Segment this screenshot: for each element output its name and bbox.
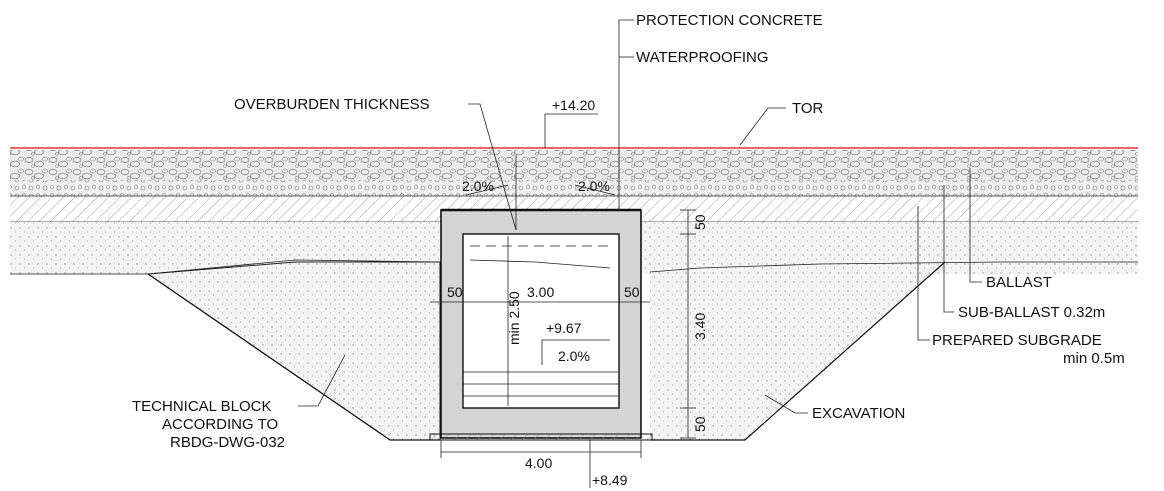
- level-foundation: +8.49: [592, 472, 628, 488]
- level-invert: +9.67: [546, 320, 582, 336]
- label-prepared-subgrade-min: min 0.5m: [1063, 350, 1125, 367]
- dim-inner-width: 3.00: [527, 284, 554, 300]
- dim-bottom-slab: 50: [692, 416, 708, 432]
- slope-top-left: 2.0%: [462, 178, 494, 194]
- dim-total-height: 3.40: [692, 313, 708, 340]
- label-protection-concrete: PROTECTION CONCRETE: [636, 12, 823, 29]
- box-culvert: [429, 208, 653, 441]
- foundation-slab: [429, 433, 653, 441]
- excavation-fill-right: [650, 262, 1138, 440]
- ballast-lower-band: [10, 180, 1138, 196]
- label-sub-ballast: SUB-BALLAST 0.32m: [958, 304, 1105, 321]
- label-overburden-thickness: OVERBURDEN THICKNESS: [234, 96, 430, 113]
- label-technical-block-2: ACCORDING TO: [162, 416, 278, 433]
- culvert-inner-opening: [462, 233, 620, 409]
- label-prepared-subgrade: PREPARED SUBGRADE: [932, 332, 1102, 349]
- annotations: PROTECTION CONCRETE WATERPROOFING OVERBU…: [132, 12, 1125, 488]
- ballast-layer: [10, 150, 1138, 182]
- dim-inner-height: min 2.50: [506, 291, 522, 345]
- dim-top-slab: 50: [692, 214, 708, 230]
- label-technical-block-3: RBDG-DWG-032: [170, 434, 285, 451]
- dim-left-wall: 50: [447, 284, 463, 300]
- label-ballast: BALLAST: [986, 274, 1052, 291]
- label-tor: TOR: [792, 100, 824, 117]
- label-technical-block-1: TECHNICAL BLOCK: [132, 398, 271, 415]
- label-excavation: EXCAVATION: [812, 405, 905, 422]
- leader-lines: [298, 19, 982, 414]
- level-top-of-rail: +14.20: [552, 97, 595, 113]
- dim-outer-width: 4.00: [525, 455, 552, 471]
- dimension-lines: [430, 184, 696, 488]
- slope-top-right: 2.0%: [578, 178, 610, 194]
- slope-invert: 2.0%: [558, 348, 590, 364]
- label-waterproofing: WATERPROOFING: [636, 49, 769, 66]
- dim-right-wall: 50: [624, 284, 640, 300]
